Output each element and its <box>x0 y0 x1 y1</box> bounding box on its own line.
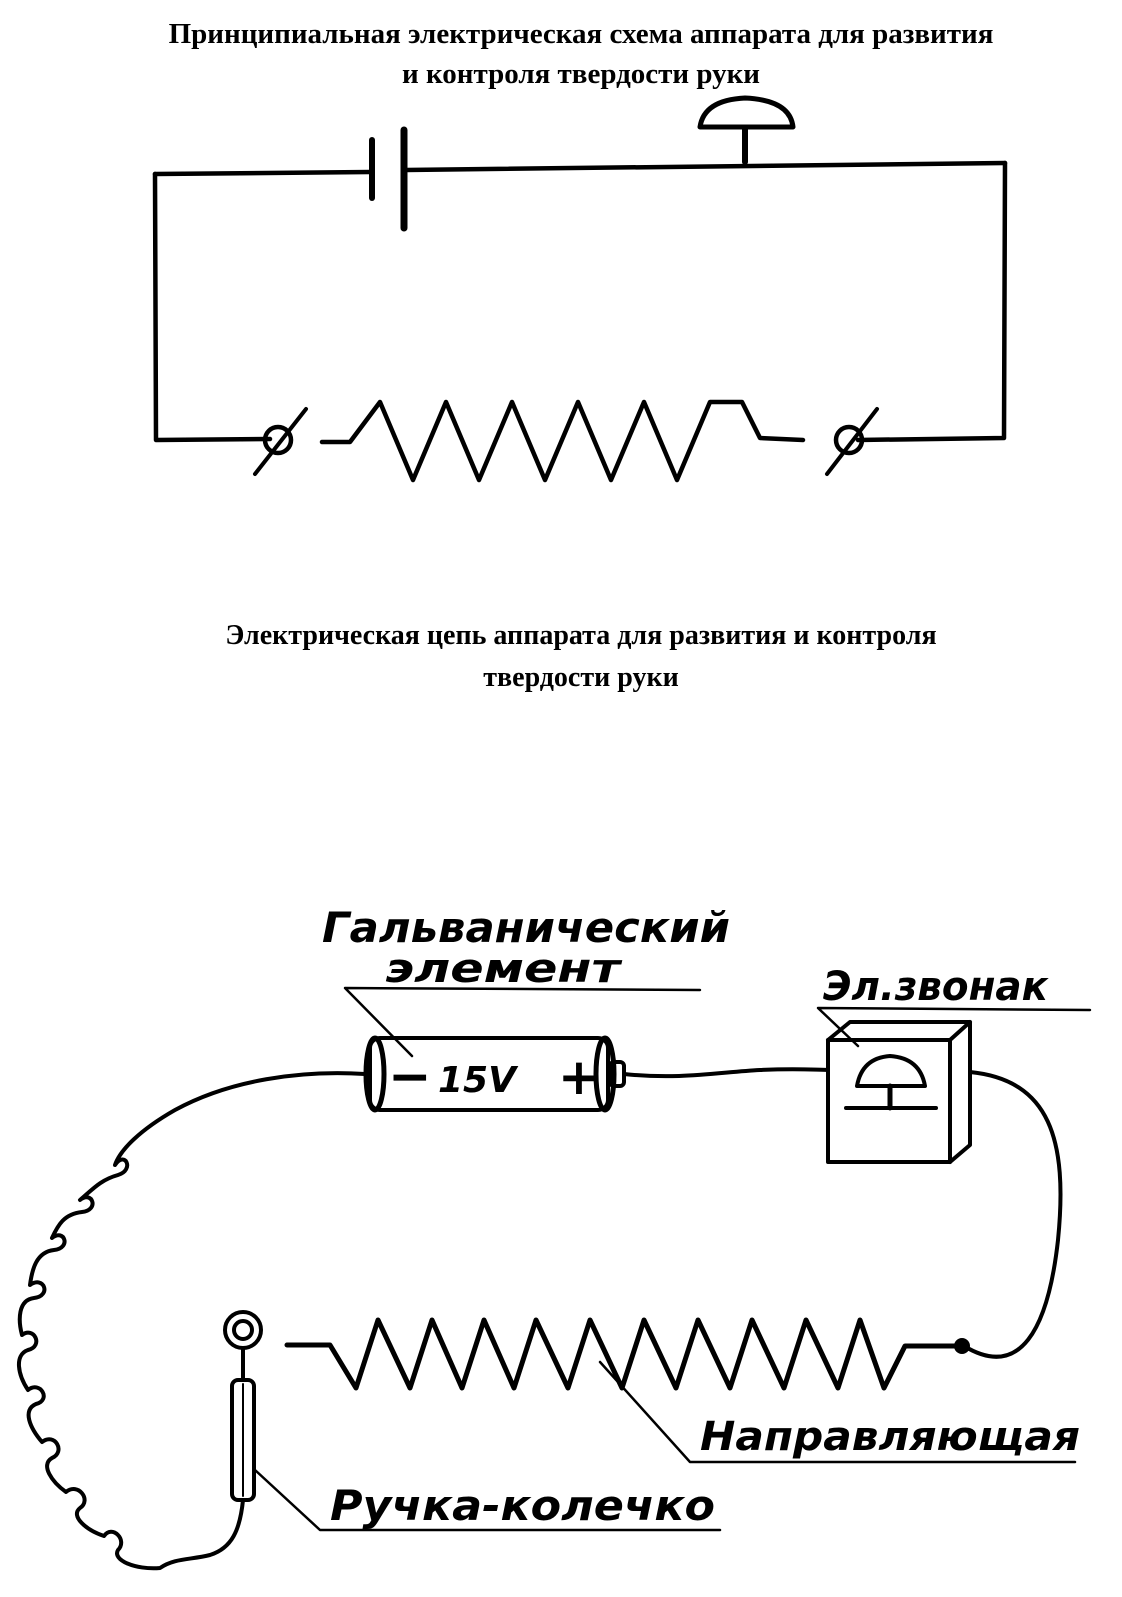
battery-voltage: 15V <box>438 1060 519 1101</box>
circuit-labels: Гальванический элемент − 15V + Эл.звонак… <box>322 903 1080 1530</box>
circuit-diagram <box>17 986 1092 1571</box>
terminal-left <box>253 407 308 476</box>
guide-label-leader <box>598 1360 1077 1464</box>
coiled-wire <box>17 1071 367 1571</box>
bell-label-leader <box>816 1006 1092 1048</box>
schematic-left-wire <box>152 171 273 443</box>
wire-battery-to-bell <box>622 1067 834 1079</box>
circuit-title-line1: Электрическая цепь аппарата для развития… <box>225 620 937 651</box>
bell-box <box>826 1020 972 1164</box>
wire-bell-to-guide <box>962 1070 1063 1359</box>
circuit-title-line2: твердости руки <box>483 662 679 693</box>
resistor-zigzag <box>319 399 806 483</box>
handle-label-leader <box>253 1468 722 1532</box>
bell-label: Эл.звонак <box>823 964 1049 1010</box>
battery-label-leader <box>343 986 702 1058</box>
bell-symbol <box>697 95 796 165</box>
handle-ring <box>223 1310 263 1502</box>
terminal-right <box>825 407 879 476</box>
schematic-title-line1: Принципиальная электрическая схема аппар… <box>168 18 994 50</box>
battery-label-line1: Гальванический <box>322 903 730 952</box>
schematic-right-wire <box>855 160 1008 443</box>
schematic-title-line2: и контроля твердости руки <box>402 58 760 90</box>
schematic-title: Принципиальная электрическая схема аппар… <box>0 14 1122 94</box>
handle-label: Ручка-колечко <box>330 1481 715 1530</box>
guide-zigzag <box>284 1317 965 1391</box>
battery-symbol <box>369 126 408 232</box>
schematic-diagram <box>152 95 1008 483</box>
battery-plus: + <box>558 1048 600 1106</box>
circuit-title: Электрическая цепь аппарата для развития… <box>0 615 1122 699</box>
schematic-top-wire <box>152 160 1008 177</box>
battery-label-line2: элемент <box>385 946 623 992</box>
guide-label: Направляющая <box>700 1414 1080 1460</box>
battery-minus: − <box>388 1047 432 1107</box>
